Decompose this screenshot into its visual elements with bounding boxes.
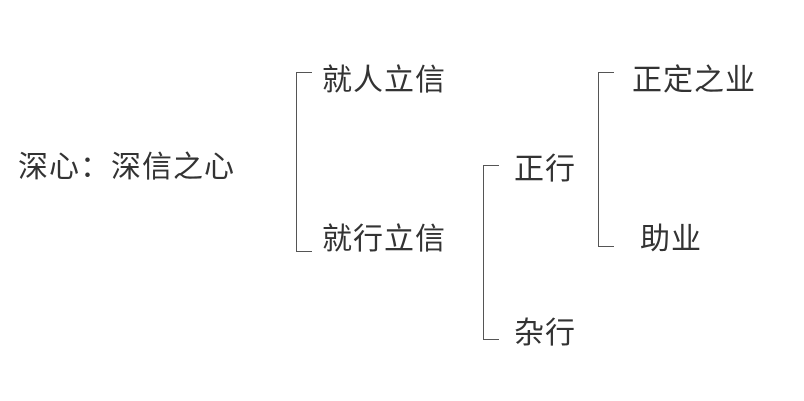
node-jiu-ren-li-xin: 就人立信 bbox=[322, 63, 446, 98]
node-zhu-ye: 助业 bbox=[640, 222, 702, 257]
node-zheng-ding-zhi-ye: 正定之业 bbox=[632, 63, 756, 98]
bracket-level1 bbox=[296, 72, 312, 252]
bracket-level2 bbox=[483, 165, 499, 340]
root-label: 深心：深信之心 bbox=[18, 150, 235, 185]
node-za-xing: 杂行 bbox=[514, 316, 576, 351]
node-jiu-xing-li-xin: 就行立信 bbox=[322, 222, 446, 257]
node-zheng-xing: 正行 bbox=[514, 152, 576, 187]
bracket-level3 bbox=[598, 72, 614, 247]
